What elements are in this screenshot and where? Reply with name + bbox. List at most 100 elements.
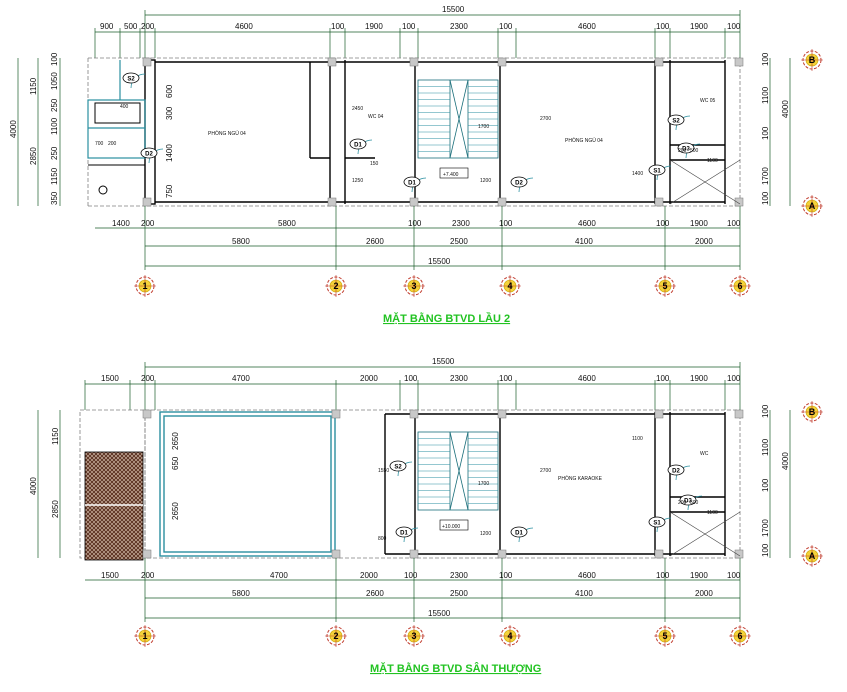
annex-walls [88, 102, 145, 195]
axis-label: 4 [507, 631, 512, 641]
left-dim-labels: 4000 1150 2850 [29, 427, 60, 518]
top-dim-labels: 900 500 200 4600 100 1900 100 2300 100 4… [100, 22, 741, 31]
dim-label: 2850 [51, 500, 60, 518]
dim-label: 100 [499, 219, 513, 228]
door-label: D3 [682, 147, 690, 153]
door-label: D1 [400, 531, 408, 537]
level-marker: +10.000 [439, 519, 469, 531]
dim-label: 100 [761, 478, 770, 492]
top-dimension-lines [94, 10, 741, 58]
axis-label: 5 [662, 281, 667, 291]
dim-label: 1500 [101, 374, 119, 383]
dim-label: 1900 [690, 22, 708, 31]
dim-label: 200 [141, 219, 155, 228]
dim-label: 2500 [450, 237, 468, 246]
dim-label: 1700 [761, 167, 770, 185]
room-label: PHÒNG NGỦ 04 [565, 137, 603, 144]
dim-label: 100 [656, 374, 670, 383]
dim-label: 4700 [232, 374, 250, 383]
dim-label: 1500 [101, 571, 119, 580]
level-text: +7.400 [443, 172, 459, 178]
axis-bubble-2: 2 [325, 625, 347, 647]
dim-label: 15500 [428, 257, 451, 266]
axis-bubble-2: 2 [325, 275, 347, 297]
door-label: S2 [394, 465, 402, 471]
dim-label: 4600 [578, 22, 596, 31]
walls [384, 412, 726, 556]
glass-roof [159, 411, 336, 557]
row-axis-bubbles: BA [801, 49, 823, 217]
dim-label: 350 [50, 191, 59, 205]
dim-label: 1900 [690, 374, 708, 383]
axis-label: 4 [507, 281, 512, 291]
left-dimension-lines [37, 410, 61, 558]
door-tag: S2 [667, 114, 691, 131]
axis-bubble-4: 4 [499, 275, 521, 297]
dim-label: 100 [50, 52, 59, 66]
dim-label: 100 [656, 571, 670, 580]
small-dim: 1700 [478, 481, 489, 487]
small-dim: 500 [690, 500, 699, 506]
axis-bubble-4: 4 [499, 625, 521, 647]
axis-label: B [809, 407, 816, 417]
right-dim-labels: 100 1100 100 1700 100 4000 [761, 404, 790, 557]
dim-label: 1400 [165, 144, 174, 162]
dim-label: 100 [727, 219, 741, 228]
room-label: PHÒNG NGỦ 04 [208, 130, 246, 137]
dim-label: 2600 [366, 589, 384, 598]
dim-label: 2600 [366, 237, 384, 246]
bottom-dimension-lines [85, 558, 741, 622]
small-dim: 2450 [352, 106, 363, 112]
door-label: D3 [684, 499, 692, 505]
small-dim: 200 [678, 500, 687, 506]
row-axis-bubble-A: A [801, 545, 823, 567]
dim-label: 4100 [575, 237, 593, 246]
right-dim-labels: 100 1100 100 1700 100 4000 [761, 52, 790, 205]
dim-label: 5800 [232, 237, 250, 246]
dim-label: 1100 [761, 86, 770, 104]
dim-label: 2000 [695, 237, 713, 246]
shaft-cross [669, 511, 741, 557]
dim-label: 4600 [578, 571, 596, 580]
axis-label: 1 [142, 281, 147, 291]
door-label: D1 [515, 531, 523, 537]
plan-lau-2: 15500 900 500 200 4600 100 1900 100 2300… [9, 5, 823, 325]
dim-label: 1150 [50, 167, 59, 185]
dim-label: 1100 [761, 438, 770, 456]
dim-label: 1900 [690, 219, 708, 228]
axis-label: 5 [662, 631, 667, 641]
door-tag: D1 [349, 138, 373, 155]
dim-label: 1150 [51, 427, 60, 445]
dim-label: 200 [141, 374, 155, 383]
inner-dims: 400 700 200 2450 1250 150 1700 1200 2700… [95, 104, 718, 184]
axis-bubble-3: 3 [403, 625, 425, 647]
dim-label: 500 [124, 22, 138, 31]
dim-label: 1400 [112, 219, 130, 228]
door-tag: S1 [648, 516, 672, 533]
dim-label: 100 [761, 404, 770, 418]
dim-label: 2300 [450, 571, 468, 580]
door-tag: D1 [510, 526, 534, 543]
axis-bubble-1: 1 [134, 275, 156, 297]
dim-label: 250 [50, 146, 59, 160]
right-dimension-lines [769, 410, 791, 558]
axis-label: 6 [737, 631, 742, 641]
plan-san-thuong: 15500 1500 200 4700 2000 100 2300 100 46… [29, 357, 823, 675]
axis-bubble-6: 6 [729, 625, 751, 647]
dim-label: 2650 [171, 432, 180, 450]
small-dim: 700 [95, 141, 104, 147]
dim-label: 2000 [360, 374, 378, 383]
left-annex [87, 60, 146, 159]
axis-label: B [809, 55, 816, 65]
dim-label: 2850 [29, 147, 38, 165]
dim-label: 100 [499, 22, 513, 31]
inner-dims: 1550 1700 2700 1200 800 1100 200 500 110… [378, 436, 718, 542]
door-tag: D3 [679, 494, 703, 511]
small-dim: 2700 [540, 468, 551, 474]
dim-label: 100 [408, 219, 422, 228]
shaft-cross [669, 159, 741, 205]
dim-label: 4000 [781, 452, 790, 470]
